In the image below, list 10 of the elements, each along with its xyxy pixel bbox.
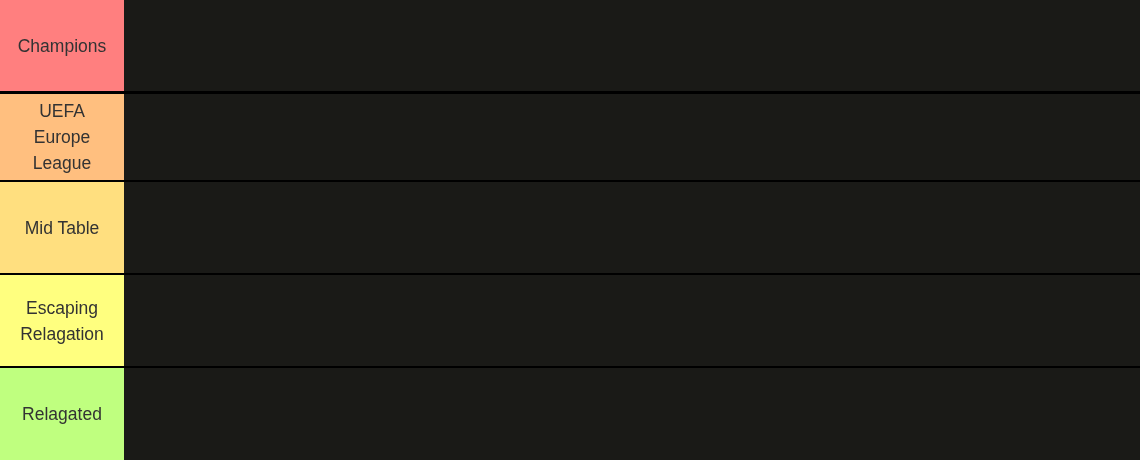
tier-label: UEFA Europe League bbox=[31, 100, 93, 175]
tier-label-cell bbox=[0, 94, 124, 180]
tier-label: Relagated bbox=[21, 403, 103, 426]
tier-label-cell bbox=[0, 368, 124, 460]
tier-label: Mid Table bbox=[23, 216, 101, 240]
tier-label: Champions bbox=[16, 34, 108, 58]
tier-label-cell bbox=[0, 0, 124, 91]
tier-label-cell bbox=[0, 275, 124, 366]
tier-label-cell bbox=[0, 182, 124, 273]
tier-label: Escaping Relagation bbox=[19, 296, 105, 346]
